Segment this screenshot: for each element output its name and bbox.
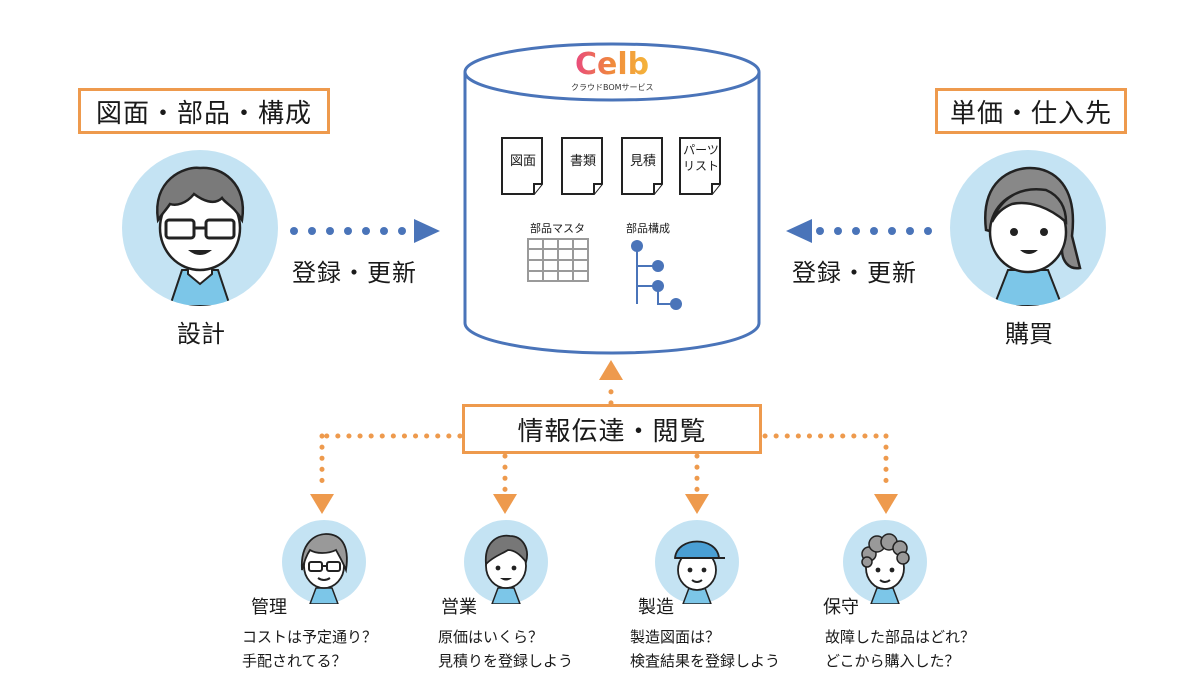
celb-logo-text: Celb (575, 47, 650, 82)
parts-tree-icon (631, 240, 682, 310)
role-maintenance-notes: 故障した部品はどれ？ どこから購入した？ (825, 625, 975, 673)
right-register-label: 登録・更新 (792, 259, 917, 287)
manager-avatar (282, 520, 366, 604)
left-register-label: 登録・更新 (292, 259, 417, 287)
center-info-box: 情報伝達・閲覧 (462, 404, 762, 454)
celb-logo: Celb (575, 47, 650, 82)
doc-shapes (501, 137, 721, 195)
doc-drawing: 図面 (509, 154, 536, 169)
purchase-role-label: 購買 (1005, 320, 1053, 348)
role-sales-q2: 見積りを登録しよう (438, 652, 574, 670)
role-manufacturing-notes: 製造図面は？ 検査結果を登録しよう (630, 625, 780, 673)
role-sales-label: 営業 (441, 597, 477, 618)
parts-structure-label: 部品構成 (626, 222, 670, 235)
buyer-avatar (950, 150, 1106, 306)
manufacturing-avatar (655, 520, 739, 604)
role-maintenance-q1: 故障した部品はどれ？ (825, 628, 976, 646)
doc-parts-list: パーツ リスト (682, 143, 719, 173)
designer-avatar (122, 150, 278, 306)
right-register-arrow (786, 219, 932, 243)
right-info-text: 単価・仕入先 (949, 98, 1112, 129)
role-manufacturing-q1: 製造図面は？ (630, 628, 721, 646)
doc-icons: 図面 書類 見積 パーツ リスト (500, 136, 730, 196)
sales-avatar (464, 520, 548, 604)
maintenance-avatar (843, 520, 927, 604)
role-manager-q1: コストは予定通り？ (242, 628, 378, 646)
left-info-box: 図面・部品・構成 (78, 88, 330, 134)
parts-master-label: 部品マスタ (530, 222, 585, 235)
left-register-arrow (290, 219, 440, 243)
role-manager-q2: 手配されてる？ (242, 652, 347, 670)
right-info-box: 単価・仕入先 (935, 88, 1127, 134)
role-maintenance-label: 保守 (823, 597, 859, 618)
role-manufacturing-q2: 検査結果を登録しよう (630, 652, 781, 670)
role-sales-notes: 原価はいくら？ 見積りを登録しよう (438, 625, 573, 673)
parts-master-grid-icon (527, 238, 589, 282)
doc-estimate: 見積 (629, 154, 656, 169)
info-network-arrowheads (310, 360, 898, 514)
info-network-lines (319, 381, 889, 493)
center-info-text: 情報伝達・閲覧 (517, 416, 707, 447)
role-maintenance-q2: どこから購入した？ (825, 652, 960, 670)
celb-tagline: クラウドBOMサービス (571, 83, 654, 92)
left-info-text: 図面・部品・構成 (95, 98, 312, 129)
role-sales-q1: 原価はいくら？ (438, 628, 544, 646)
design-role-label: 設計 (177, 320, 225, 348)
role-manager-notes: コストは予定通り？ 手配されてる？ (242, 625, 377, 673)
role-manager-label: 管理 (251, 597, 287, 618)
role-manufacturing-label: 製造 (638, 597, 674, 618)
doc-papers: 書類 (569, 154, 596, 169)
